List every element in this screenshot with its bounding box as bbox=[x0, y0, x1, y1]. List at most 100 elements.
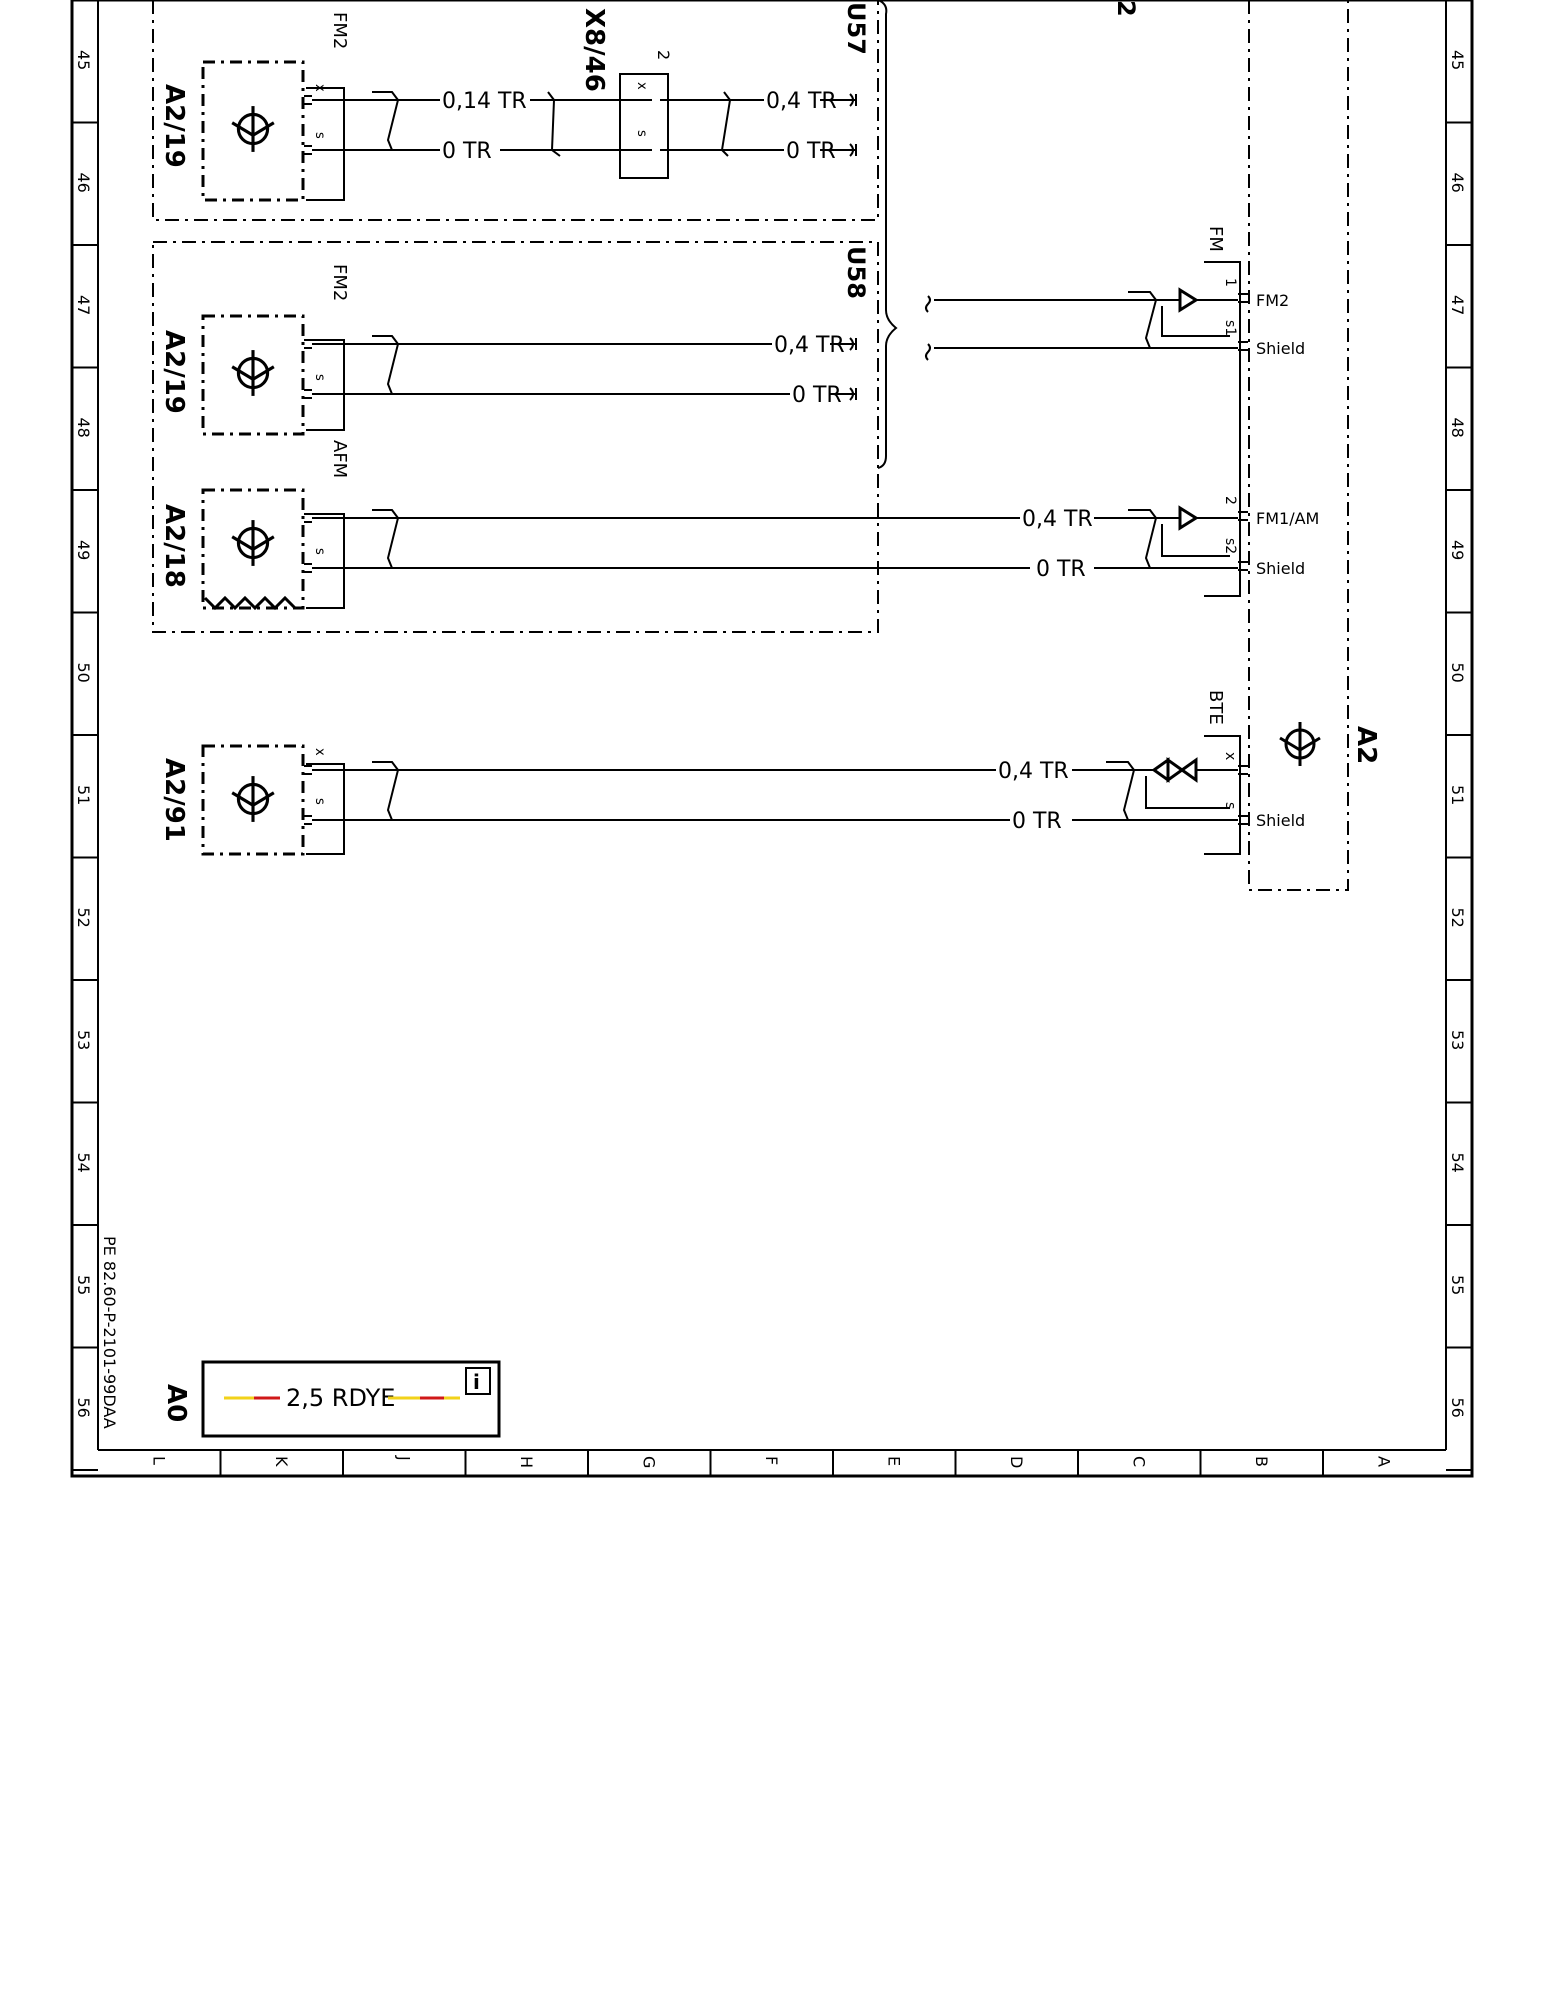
a0-legend: A0 2,5 RDYE i bbox=[161, 1360, 501, 1438]
top-fragment-label: 2 bbox=[1112, 0, 1140, 17]
row-number-left: 55 bbox=[74, 1275, 93, 1295]
column-letter: K bbox=[272, 1456, 291, 1467]
plug-triangle-icon bbox=[1178, 287, 1199, 313]
w1-out-shd-label: 0 TR bbox=[786, 139, 836, 164]
row-number-left: 53 bbox=[74, 1030, 93, 1050]
info-icon bbox=[465, 1367, 491, 1395]
column-letter: F bbox=[762, 1456, 781, 1465]
left-connector-brackets bbox=[304, 87, 345, 855]
row-number-right: 55 bbox=[1448, 1275, 1467, 1295]
x8-46-pin-s: s bbox=[634, 130, 649, 137]
connector-x8-46[interactable]: X8/46 2 x s bbox=[579, 8, 673, 179]
heating-element-icon bbox=[203, 595, 297, 611]
row-ticks bbox=[72, 121, 1472, 1471]
a2-conn-fm1-pin-s2: s2 bbox=[1222, 538, 1238, 554]
column-letter: H bbox=[517, 1456, 536, 1468]
a2-conn-fm-shield: Shield bbox=[1256, 339, 1305, 358]
row-number-right: 47 bbox=[1448, 295, 1467, 315]
unit-u58-box: U58 bbox=[152, 241, 879, 633]
a2-19-top-pin-s: s bbox=[312, 132, 327, 139]
a2-conn-bte-pin-s: s bbox=[1222, 802, 1238, 809]
column-letter: C bbox=[1129, 1456, 1148, 1467]
component-a2-19-mid[interactable]: A2/19 FM2 s bbox=[159, 264, 350, 436]
row-number-right: 52 bbox=[1448, 908, 1467, 928]
plug-triangle-icon bbox=[1178, 505, 1199, 531]
row-number-left: 52 bbox=[74, 908, 93, 928]
a2-connector-bte[interactable]: BTE x s Shield bbox=[1151, 690, 1305, 855]
a2-box: A2 bbox=[1248, 0, 1381, 891]
document-id: PE 82.60-P-2101-99DAA bbox=[100, 1236, 119, 1429]
row-number-left: 51 bbox=[74, 785, 93, 805]
a2-conn-fm-label1: FM2 bbox=[1256, 291, 1289, 310]
a2-91-pin-s: s bbox=[312, 798, 327, 805]
a2-conn-bte-shield: Shield bbox=[1256, 811, 1305, 830]
row-number-left: 46 bbox=[74, 173, 93, 193]
row-number-left: 48 bbox=[74, 418, 93, 438]
row-number-left: 50 bbox=[74, 663, 93, 683]
a2-conn-fm-tag: FM bbox=[1205, 226, 1226, 252]
a0-label: A0 bbox=[161, 1384, 191, 1422]
row-number-right: 49 bbox=[1448, 540, 1467, 560]
column-letter: G bbox=[639, 1456, 658, 1468]
antenna-icon bbox=[230, 774, 276, 824]
w1-out-sig-label: 0,4 TR bbox=[766, 89, 837, 114]
w4-sig-label: 0,4 TR bbox=[998, 759, 1069, 784]
unit-brace bbox=[877, 0, 898, 469]
a2-19-top-label: A2/19 bbox=[159, 84, 189, 168]
a2-conn-bte-pin-x: x bbox=[1222, 752, 1238, 760]
row-number-right: 53 bbox=[1448, 1030, 1467, 1050]
a2-conn-fm1-pin2: 2 bbox=[1222, 496, 1238, 505]
a2-19-top-tag: FM2 bbox=[329, 12, 350, 49]
w2-shd-label: 0 TR bbox=[792, 383, 842, 408]
component-a2-19-top[interactable]: A2/19 FM2 x s bbox=[159, 12, 350, 202]
w1-shd-label: 0 TR bbox=[442, 139, 492, 164]
unit-u58-label: U58 bbox=[842, 246, 870, 299]
w1-sig-label: 0,14 TR bbox=[442, 89, 527, 114]
w4-shd-label: 0 TR bbox=[1012, 809, 1062, 834]
drawing-frame bbox=[70, 0, 1474, 1478]
x8-46-label: X8/46 bbox=[579, 8, 609, 92]
column-ticks bbox=[219, 1450, 1324, 1476]
double-plug-icon bbox=[1151, 757, 1185, 783]
component-a2-18[interactable]: A2/18 AFM s bbox=[159, 440, 350, 611]
unit-u57-box: U57 bbox=[152, 0, 879, 221]
a2-18-pin-s: s bbox=[312, 548, 327, 555]
x8-46-pin-no: 2 bbox=[654, 50, 673, 60]
x8-46-pin-x: x bbox=[634, 82, 649, 90]
antenna-icon bbox=[230, 348, 276, 398]
column-letter: B bbox=[1252, 1456, 1271, 1467]
a2-19-mid-pin-s: s bbox=[312, 374, 327, 381]
column-letter: E bbox=[884, 1456, 903, 1466]
a2-18-label: A2/18 bbox=[159, 504, 189, 588]
w2-sig-label: 0,4 TR bbox=[774, 333, 845, 358]
a0-wire-label: 2,5 RDYE bbox=[286, 1384, 395, 1412]
w3-shd-label: 0 TR bbox=[1036, 557, 1086, 582]
row-number-left: 45 bbox=[74, 50, 93, 70]
row-number-right: 46 bbox=[1448, 173, 1467, 193]
plug-markers bbox=[849, 93, 857, 401]
row-number-right: 48 bbox=[1448, 418, 1467, 438]
row-number-right: 50 bbox=[1448, 663, 1467, 683]
a2-91-pin-x: x bbox=[312, 748, 327, 756]
row-number-left: 54 bbox=[74, 1153, 93, 1173]
a2-19-mid-tag: FM2 bbox=[329, 264, 350, 301]
row-number-right: 51 bbox=[1448, 785, 1467, 805]
wires bbox=[312, 91, 1238, 821]
a2-antenna-icon bbox=[1278, 720, 1322, 768]
column-letter: A bbox=[1374, 1456, 1393, 1467]
antenna-icon bbox=[230, 518, 276, 568]
column-letter: D bbox=[1007, 1456, 1026, 1468]
a2-connector-fm[interactable]: FM 1 s1 FM2 Shield 2 s2 FM1/AM Shield bbox=[1178, 226, 1319, 597]
row-number-left: 47 bbox=[74, 295, 93, 315]
a2-conn-bte-tag: BTE bbox=[1205, 690, 1226, 725]
a2-conn-fm-pin1: 1 bbox=[1222, 278, 1238, 287]
antenna-icon bbox=[230, 104, 276, 154]
info-icon-glyph: i bbox=[473, 1370, 480, 1394]
a2-conn-fm1-shield: Shield bbox=[1256, 559, 1305, 578]
a2-19-mid-label: A2/19 bbox=[159, 330, 189, 414]
component-a2-91[interactable]: A2/91 x s bbox=[159, 744, 327, 856]
a2-conn-fm-pin-s1: s1 bbox=[1222, 320, 1238, 336]
